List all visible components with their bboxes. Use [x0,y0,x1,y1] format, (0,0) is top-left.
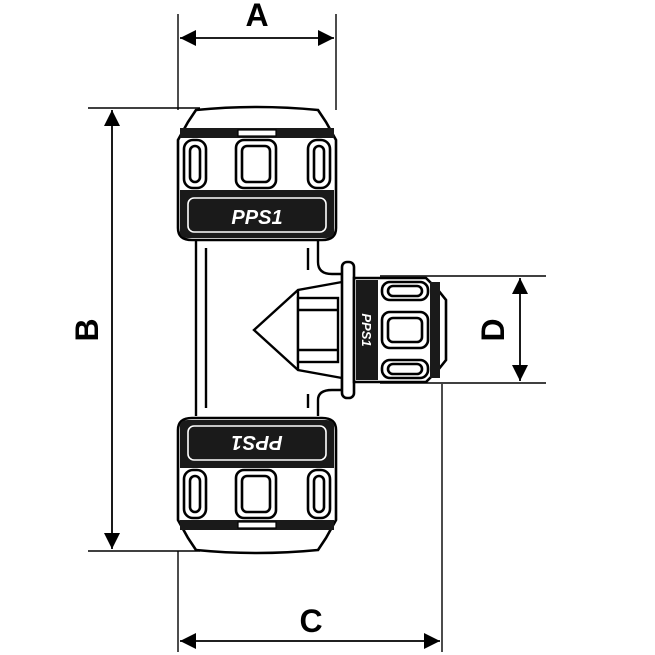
dimension-a-label: A [245,0,268,33]
dimension-c-label: C [299,603,322,639]
bottom-nut [176,416,338,555]
side-ring-marking: PPS1 [359,313,374,346]
top-nut [176,105,338,242]
dimension-d-label: D [475,318,511,341]
top-ring-marking: PPS1 [231,207,282,229]
extension-lines [88,14,546,652]
bottom-ring-marking: PPS1 [231,431,282,453]
side-nut [340,260,448,400]
dimension-lines [103,29,529,650]
dimension-b-label: B [69,318,105,341]
tee-body [194,238,344,416]
